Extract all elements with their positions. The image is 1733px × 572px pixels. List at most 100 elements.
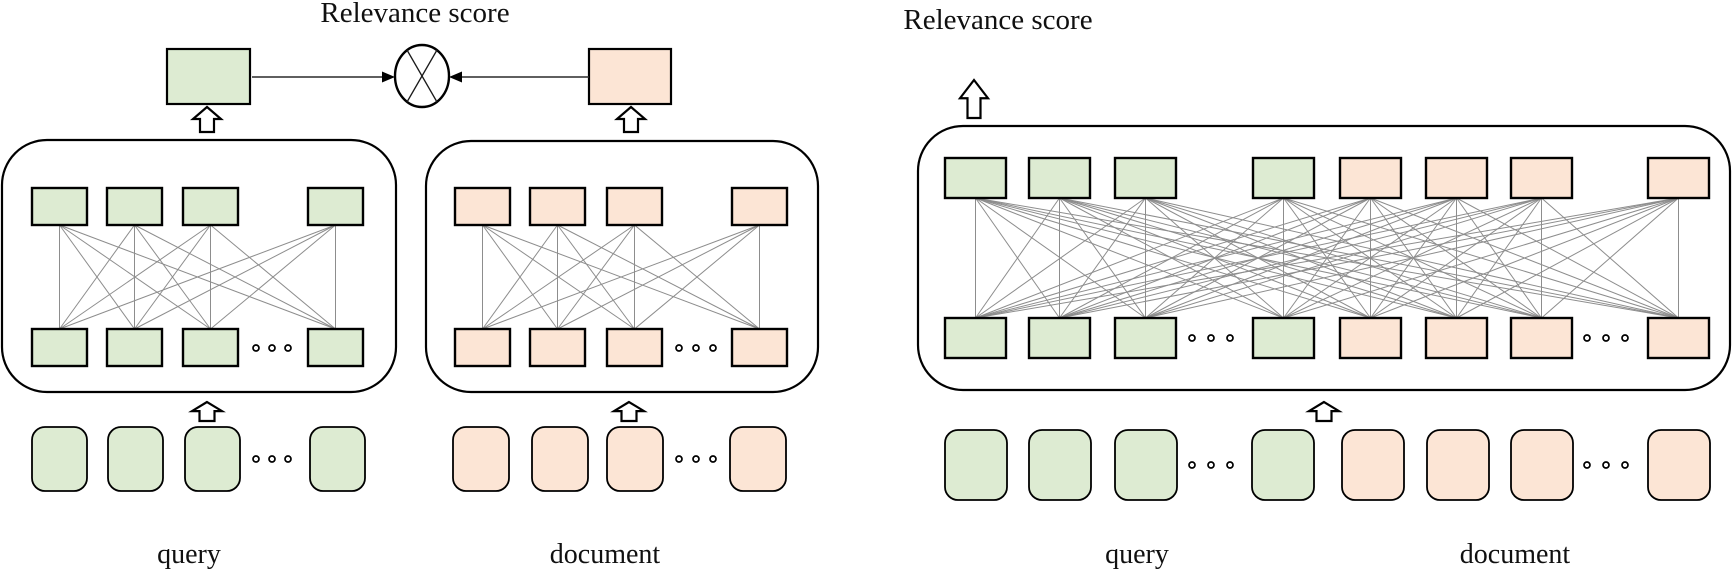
bi-encoder-diagram: Relevance score query document [0,0,820,570]
attention-connection-line [557,224,760,330]
input-token-box [531,426,589,492]
hidden-state-box [1113,316,1178,360]
ellipsis-dot [1226,461,1234,469]
attention-connection-line [1059,197,1146,319]
input-token-box [1114,429,1178,501]
hidden-state-box [605,186,664,227]
ellipsis-dot [252,455,260,463]
hidden-state-box [30,186,89,227]
attention-connection-line [1370,197,1542,319]
up-arrow-icon [610,400,648,423]
attention-connection-line [975,197,1371,319]
ellipsis-dot [692,455,700,463]
hidden-state-box [453,186,512,227]
ellipsis-dot [692,344,700,352]
hidden-state-box [1027,316,1092,360]
document-label-right: document [1460,539,1571,570]
ellipsis-dot [1602,334,1610,342]
attention-connection-line [1059,197,1679,319]
query-encoder-internals [30,186,366,492]
attention-connection-line [975,197,1146,319]
hidden-state-box [181,186,240,227]
ellipsis-dot [1207,461,1215,469]
hidden-state-box [105,186,164,227]
attention-connection-line [482,224,635,330]
attention-connection-line [59,224,135,330]
right-arrowhead-icon [382,71,395,83]
ellipsis-dot [1207,334,1215,342]
hidden-state-box [30,327,89,368]
hidden-state-box [730,327,789,368]
ellipsis-dot [1583,334,1591,342]
relevance-score-label-right: Relevance score [903,4,1092,36]
hidden-state-box [528,327,587,368]
input-token-box [1341,429,1405,501]
input-token-box [1028,429,1092,501]
document-encoder-internals [452,186,789,492]
attention-connection-line [1370,197,1679,319]
hidden-state-box [1646,156,1711,200]
hidden-state-box [1027,156,1092,200]
hidden-state-box [1424,156,1489,200]
ellipsis-dot [252,344,260,352]
attention-connection-line [482,224,760,330]
ellipsis-dot [268,344,276,352]
up-arrow-icon [1305,400,1343,423]
attention-connection-line [210,224,336,330]
ellipsis-dot [1226,334,1234,342]
ellipsis-dot [1621,334,1629,342]
attention-connection-line [482,224,558,330]
cross-encoder-diagram: Relevance score query document [903,4,1732,570]
hidden-state-box [528,186,587,227]
attention-connection-line [134,224,211,330]
input-token-box [1426,429,1490,501]
ellipsis-dot [675,455,683,463]
ellipsis-dot [709,455,717,463]
input-token-box [452,426,510,492]
multiply-circle-icon [393,43,451,109]
input-token-box [107,426,164,492]
attention-connection-line [59,224,211,330]
hidden-state-box [943,156,1008,200]
ellipsis-dot [1188,461,1196,469]
input-token-box [1647,429,1711,501]
hidden-state-box [1646,316,1711,360]
attention-connection-line [975,197,1542,319]
relevance-score-label-left: Relevance score [320,0,509,29]
hidden-state-box [453,327,512,368]
input-token-box [1251,429,1315,501]
attention-connection-line [975,197,1060,319]
hidden-state-box [1251,316,1316,360]
left-arrowhead-icon [449,71,462,83]
hidden-state-box [605,327,664,368]
hidden-state-box [1509,156,1574,200]
attention-connection-line [1059,197,1542,319]
document-pooled-embedding-box [587,47,673,106]
ellipsis-dot [284,455,292,463]
ellipsis-dot [284,344,292,352]
hidden-state-box [1113,156,1178,200]
cross-encoder-internals [943,156,1711,501]
document-label-left: document [550,539,661,570]
input-token-box [606,426,664,492]
ellipsis-dot [268,455,276,463]
attention-connection-line [59,224,336,330]
query-pooled-embedding-box [165,47,252,106]
hidden-state-box [181,327,240,368]
up-arrow-icon [614,105,648,134]
ellipsis-dot [675,344,683,352]
attention-connection-line [634,224,760,330]
up-arrow-icon [957,78,991,120]
hidden-state-box [1509,316,1574,360]
attention-connection-line [1541,197,1679,319]
up-arrow-icon [190,105,224,134]
attention-connection-line [975,197,1457,319]
ellipsis-dot [1583,461,1591,469]
input-token-box [309,426,366,492]
input-token-box [729,426,787,492]
hidden-state-box [943,316,1008,360]
hidden-state-box [730,186,789,227]
attention-connection-line [1456,197,1542,319]
hidden-state-box [1338,316,1403,360]
attention-connection-line [975,197,1284,319]
